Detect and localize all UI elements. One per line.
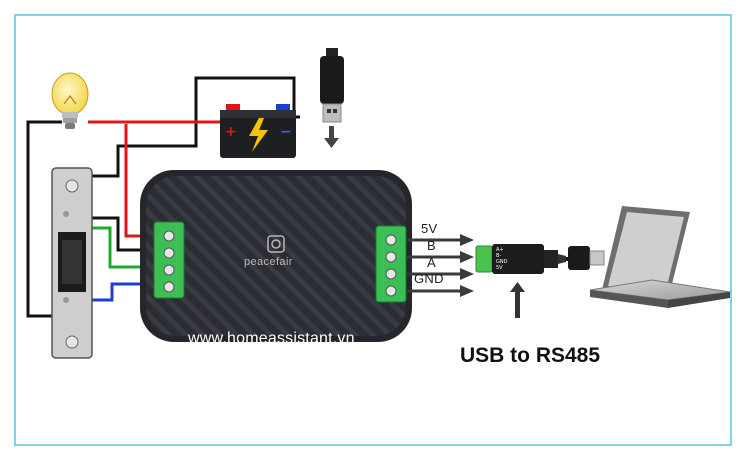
laptop-icon <box>589 206 731 308</box>
device-brand: peacefair <box>244 256 293 268</box>
adapter-chip-text-2: B- <box>496 253 502 259</box>
wire-green <box>80 226 160 269</box>
terminal-label-gnd: GND <box>414 271 444 286</box>
arrow-down-icon <box>324 126 339 148</box>
power-meter-device <box>140 170 412 342</box>
rs485-output-arrows <box>406 234 474 297</box>
svg-text:−: − <box>280 124 292 140</box>
usb-plug-icon <box>320 48 344 123</box>
wire-blue <box>80 282 160 302</box>
diagram-frame <box>14 14 732 446</box>
usb-rs485-adapter <box>475 244 566 274</box>
lightning-icon <box>249 118 268 152</box>
terminal-label-a: A <box>427 255 436 270</box>
adapter-title: USB to RS485 <box>460 344 601 367</box>
arrow-up-icon <box>510 282 525 318</box>
adapter-chip-text-1: A+ <box>496 247 504 253</box>
usb-plug-laptop <box>568 246 605 270</box>
website-watermark: www.homeassistant.vn <box>188 330 355 347</box>
adapter-chip-text-3: GND <box>496 259 508 265</box>
shunt <box>51 167 93 359</box>
adapter-chip-text-4: 5V <box>496 265 503 271</box>
light-bulb-icon <box>51 72 89 129</box>
terminal-label-b: B <box>427 238 436 253</box>
svg-text:+: + <box>225 124 237 140</box>
terminal-label-5v: 5V <box>421 221 438 236</box>
